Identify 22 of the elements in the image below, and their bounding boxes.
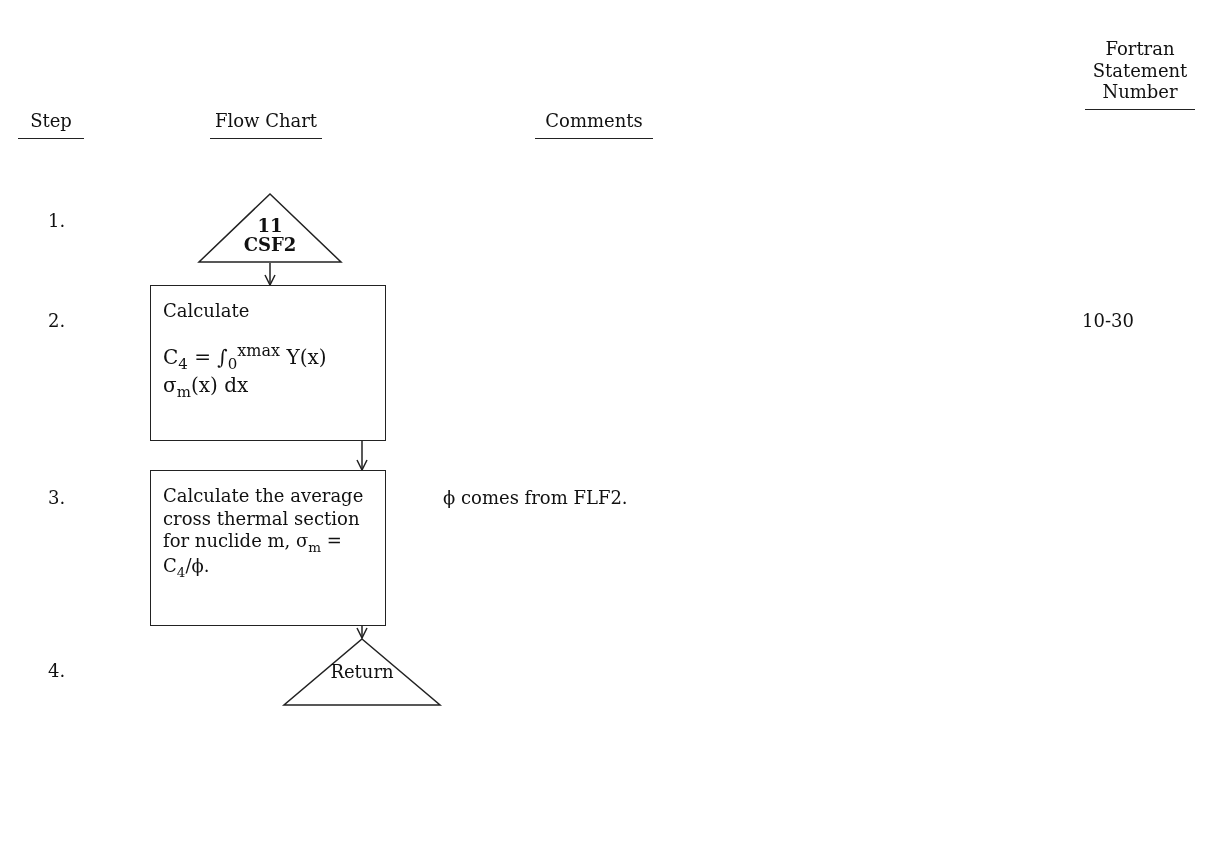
terminal-triangle [283, 638, 441, 706]
process-box [150, 285, 386, 441]
note-text: ϕ comes from FLF2. [443, 487, 628, 509]
note-text: 2. [48, 310, 66, 332]
note-text: 3. [48, 487, 66, 509]
arrow [264, 262, 276, 286]
node-label: Calculate [163, 300, 251, 323]
node-label: Return [329, 663, 395, 682]
note-text: 10-30 [1082, 310, 1134, 332]
column-heading: Step [18, 110, 84, 139]
process-box [150, 470, 386, 626]
node-label: 11 CSF2 [242, 217, 298, 255]
note-text: 4. [48, 660, 66, 682]
column-heading: Flow Chart [210, 110, 322, 139]
column-heading: Comments [535, 110, 653, 139]
node-label: Calculate the average cross thermal section for nuclide m, σ$_{m}$ = C$_{4}$/ϕ. [163, 485, 365, 581]
terminal-triangle [198, 193, 342, 263]
arrow [356, 625, 368, 639]
note-text: 1. [48, 210, 66, 232]
column-heading: Fortran Statement Number [1085, 38, 1195, 110]
formula: C$_{4}$ = ∫$_{0}$$^{xmax}$ Y(x) σ$_{m}$(x) dx [163, 340, 328, 402]
arrow [356, 440, 368, 471]
